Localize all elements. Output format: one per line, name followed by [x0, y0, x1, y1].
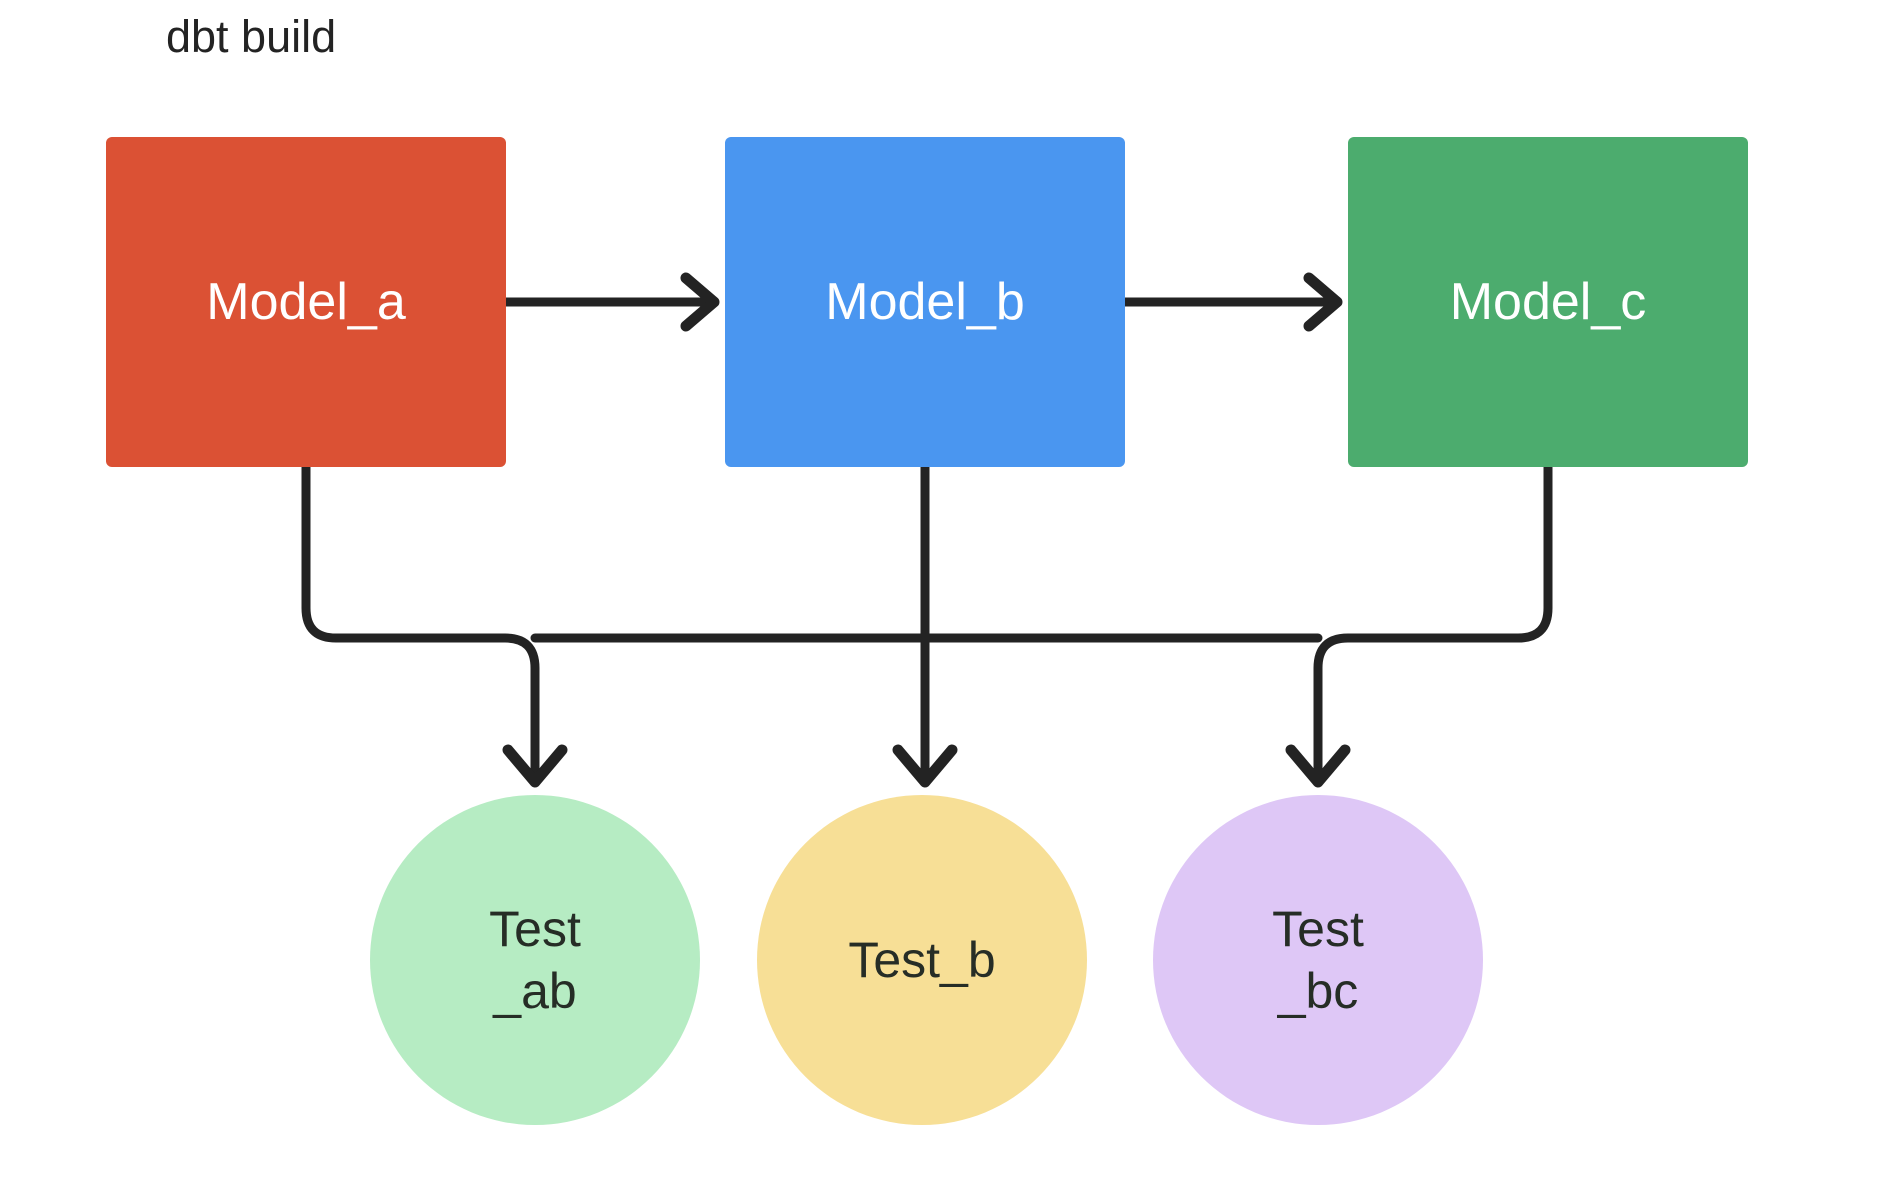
diagram-title: dbt build: [166, 11, 337, 62]
node-test-ab[interactable]: Test _ab: [370, 795, 700, 1125]
node-model-b-label: Model_b: [825, 273, 1025, 331]
node-test-bc[interactable]: Test _bc: [1153, 795, 1483, 1125]
node-test-bc-label-line1: Test: [1272, 901, 1364, 957]
edge-model-b-to-test-b: [892, 462, 958, 788]
node-test-ab-label-line1: Test: [489, 901, 581, 957]
node-test-bc-label-line2: _bc: [1277, 963, 1359, 1019]
edge-model-c-to-test-bc: [1285, 462, 1553, 788]
node-test-b[interactable]: Test_b: [757, 795, 1087, 1125]
node-model-a[interactable]: Model_a: [106, 137, 506, 467]
node-model-b[interactable]: Model_b: [725, 137, 1125, 467]
node-model-c[interactable]: Model_c: [1348, 137, 1748, 467]
edge-model-a-to-test-ab: [301, 462, 568, 788]
node-model-a-label: Model_a: [206, 273, 406, 331]
node-model-c-label: Model_c: [1449, 273, 1647, 331]
edge-model-b-to-model-c: [1120, 272, 1343, 332]
edge-model-a-to-model-b: [501, 272, 720, 332]
node-test-b-label-line1: Test_b: [848, 932, 996, 988]
node-test-ab-label-line2: _ab: [493, 963, 577, 1019]
